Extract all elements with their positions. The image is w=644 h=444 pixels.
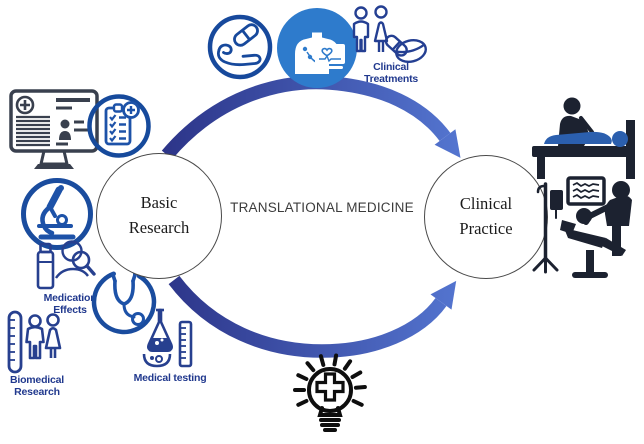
idea-medical-bulb-icon (293, 353, 367, 432)
node-label-line: Practice (459, 219, 513, 238)
patient-treatment-chair-icon (532, 176, 632, 278)
medical-testing-icon (142, 308, 193, 368)
node-label-line: Research (128, 218, 190, 237)
pill-in-hand-icon (207, 14, 273, 80)
ehr-monitor-icon (9, 89, 99, 169)
diagram-title: TRANSLATIONAL MEDICINE (230, 200, 414, 215)
defibrillator-patient-icon (277, 8, 357, 88)
microscope-icon (21, 178, 93, 250)
caption-line: Medical testing (133, 372, 207, 384)
medical-checklist-icon (87, 94, 151, 158)
stethoscope-icon (91, 271, 157, 335)
node-label-line: Clinical (459, 194, 513, 214)
clinical-practice-node: Clinical Practice (424, 155, 548, 279)
biomedical-samples-icon (7, 310, 62, 374)
top-curved-arrow (161, 75, 461, 160)
basic-research-node: Basic Research (96, 153, 222, 279)
bottom-curved-arrow (168, 275, 457, 358)
caption-line: Research (14, 386, 60, 399)
biomedical-research-caption: Biomedical Research (2, 374, 72, 398)
caption-line: Biomedical (9, 374, 65, 386)
medication-effects-caption: Medication Effects (28, 292, 112, 316)
medical-testing-caption: Medical testing (128, 372, 212, 384)
doctor-examining-patient-bed-icon (532, 97, 635, 179)
caption-line: Medication (43, 292, 97, 304)
patients-pills-icon (352, 5, 427, 64)
caption-line: Treatments (363, 73, 419, 86)
caption-line: Clinical (373, 61, 409, 73)
medication-review-icon (36, 240, 96, 290)
caption-line: Effects (53, 304, 87, 317)
node-label-line: Basic (140, 193, 178, 213)
clinical-treatments-caption: Clinical Treatments (352, 61, 430, 85)
